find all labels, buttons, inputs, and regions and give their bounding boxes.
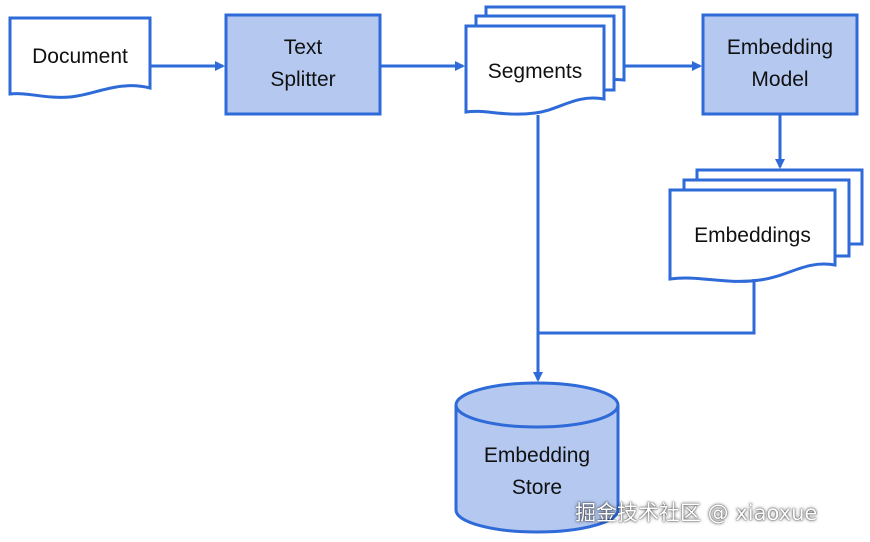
- document-label: Document: [32, 45, 128, 68]
- embedding-store-cylinder: [454, 381, 620, 534]
- embedding-model-box: [701, 13, 859, 116]
- connector-embeddings-to-store: [538, 279, 756, 335]
- embedding-store-label-line1: Embedding: [483, 444, 591, 467]
- watermark: 掘金技术社区 @ xiaoxue: [575, 501, 818, 525]
- embedding-model-label-line2: Model: [751, 68, 809, 91]
- segments-label: Segments: [487, 60, 583, 83]
- text-splitter-label-line1: Text: [283, 36, 323, 59]
- document-shape: [8, 16, 152, 99]
- embedding-store-label-line2: Store: [511, 476, 563, 499]
- embedding-model-label-line1: Embedding: [726, 36, 834, 59]
- text-splitter-label-line2: Splitter: [270, 68, 336, 91]
- segments-stack: [464, 5, 626, 116]
- embeddings-label: Embeddings: [694, 224, 811, 247]
- embeddings-stack: [668, 168, 864, 283]
